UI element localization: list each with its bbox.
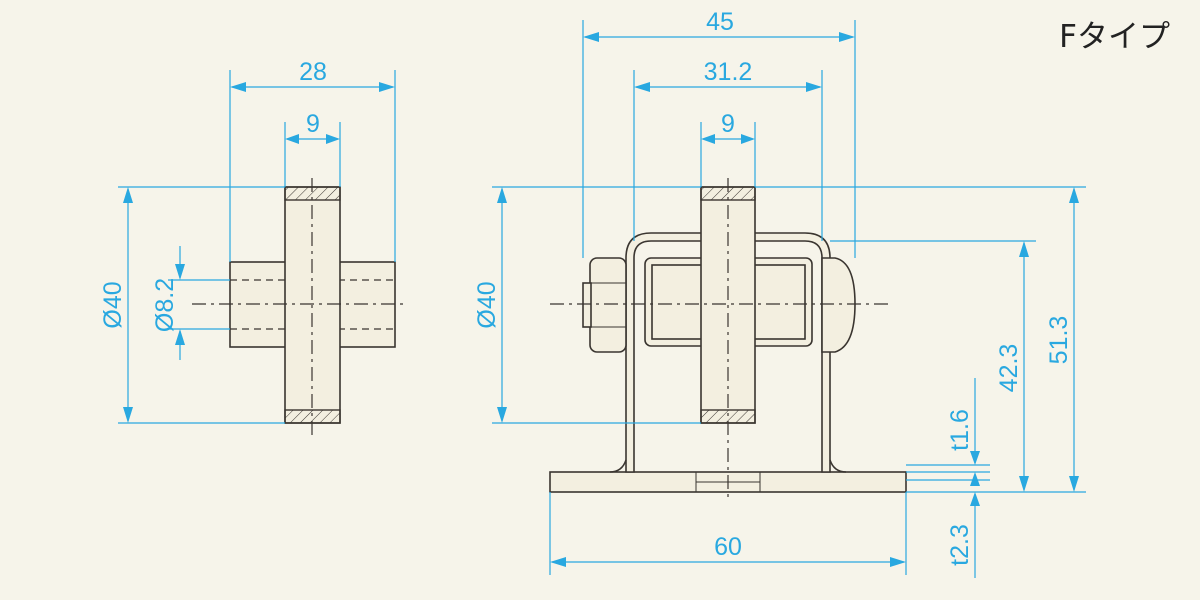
dim-left-wheel-width-label: 9 [306,110,320,138]
dim-left-width: 28 [229,58,396,262]
dim-left-diameter: Ø40 [99,186,285,424]
dim-base-width: 60 [549,492,907,575]
drawing-title: Fタイプ [1059,19,1170,55]
dim-left-diameter-label: Ø40 [99,281,127,328]
dim-right-wheel-width: 9 [700,110,756,187]
dim-total-height: 51.3 [755,186,1086,493]
dim-left-bore: Ø8.2 [151,246,230,360]
bolt-head [821,257,856,353]
dim-total-height-label: 51.3 [1045,316,1073,365]
dim-left-bore-label: Ø8.2 [151,278,179,332]
nut-body [589,257,627,353]
dim-right-overall-width: 45 [582,8,856,258]
dim-base-thickness: t2.3 [906,479,990,578]
dim-left-wheel-width: 9 [284,110,341,187]
bracket-fillets [609,459,847,473]
dim-base-thickness-label: t2.3 [946,524,974,566]
dim-right-wheel-width-label: 9 [721,110,735,138]
dim-left-width-label: 28 [299,58,327,86]
right-view [549,178,907,500]
u-bracket [625,232,831,473]
dim-right-inner-width: 31.2 [633,58,823,241]
dim-bracket-thickness: t1.6 [906,378,990,486]
dim-bracket-thickness-label: t1.6 [946,409,974,451]
dim-right-diameter: Ø40 [473,186,701,424]
dim-base-width-label: 60 [714,533,742,561]
left-view [192,178,405,440]
dim-right-overall-width-label: 45 [706,8,734,36]
dim-axle-height: 42.3 [830,240,1036,492]
dim-right-diameter-label: Ø40 [473,281,501,328]
dim-right-inner-width-label: 31.2 [704,58,753,86]
dim-axle-height-label: 42.3 [995,344,1023,393]
bolt-tip [582,282,592,328]
